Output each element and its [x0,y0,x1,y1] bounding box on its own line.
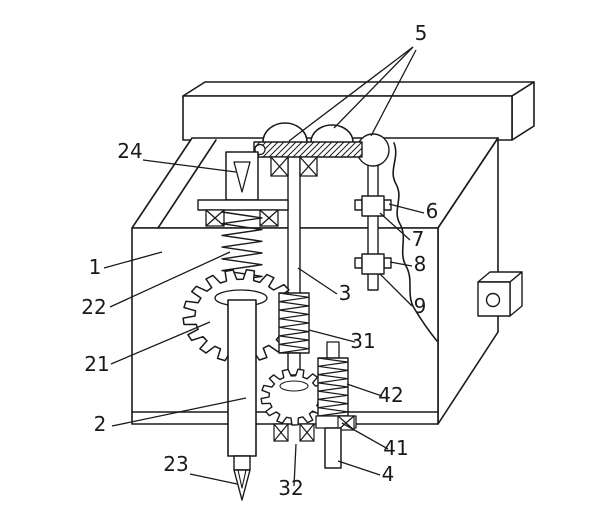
spindle-bearing-right [259,209,279,227]
part-label-42: 42 [378,383,403,407]
part-label-23: 23 [163,452,188,476]
worm-42-top-stub [326,341,340,359]
part-label-4: 4 [382,462,395,486]
shaft3-lower-bearing-left [273,423,289,442]
leader-line-24 [142,159,237,173]
shaft3-upper-bearing-left [270,156,289,177]
leader-line-9 [379,273,413,307]
leader-line-4 [337,460,381,476]
top-cover-plate [253,122,363,158]
machine-drawing [131,81,535,501]
side-bearing-block [477,271,523,317]
part-label-31: 31 [350,329,375,353]
part-label-32: 32 [278,476,303,500]
spindle-mount-plate [197,199,289,211]
adjusting-rod-assembly [354,133,392,291]
leader-line-23 [189,473,238,485]
part-label-5: 5 [415,21,428,45]
part-label-9: 9 [414,294,427,318]
leader-line-31 [308,329,356,343]
shaft3-lower [287,352,301,376]
worm-shaft-3-upper [287,149,301,296]
shaft3-upper-bearing-right [299,156,318,177]
rod-upper-clamp [354,195,392,217]
spur-gear-32 [260,368,328,426]
leader-line-3 [297,267,338,295]
cutaway-break-line [392,142,438,342]
leader-line-21 [110,321,211,365]
part-label-41: 41 [383,436,408,460]
part-label-22: 22 [81,295,106,319]
leader-line-7 [379,212,411,241]
bearing-hole [485,292,501,308]
worm-42-thread [317,357,349,417]
worm-42 [317,341,349,417]
part-label-1: 1 [89,255,102,279]
dome-left [262,122,308,143]
leader-line-8 [389,261,413,267]
part-label-24: 24 [117,139,142,163]
part-label-6: 6 [426,199,439,223]
leader-line-2 [111,397,247,427]
rod-lower-clamp [354,253,392,275]
leader-line-5 [288,46,414,142]
leader-line-41 [341,422,389,450]
worm-31 [278,292,310,354]
dome-right [310,124,354,143]
center-point-24 [233,161,251,193]
leader-line-32 [293,443,297,487]
shaft3-lower-bearing-right [299,423,315,442]
worm-31-thread [278,292,310,354]
top-beam [182,81,535,141]
spindle-bearing-left [205,209,225,227]
part-label-2: 2 [94,412,107,436]
housing-inner-edge [157,139,217,229]
tip-collar [233,455,251,471]
spindle-head [197,151,289,295]
output-stub-4 [324,427,342,469]
gear-32-hub [279,380,309,392]
labels-layer: 5 24 1 22 21 2 23 3 31 42 414 32 678 9 [81,21,438,500]
part-label-21: 21 [84,352,109,376]
leader-line-5 [370,49,417,137]
drill-tip-23 [233,469,251,501]
part-label-7: 7 [412,227,425,251]
leader-line-22 [109,251,231,308]
spindle-shaft-2 [227,299,257,501]
leader-line-42 [346,383,383,397]
part-label-3: 3 [339,281,352,305]
part-label-8: 8 [414,252,427,276]
leader-line-6 [388,203,425,214]
leader-line-5 [333,46,414,129]
leader-line-1 [103,251,163,269]
